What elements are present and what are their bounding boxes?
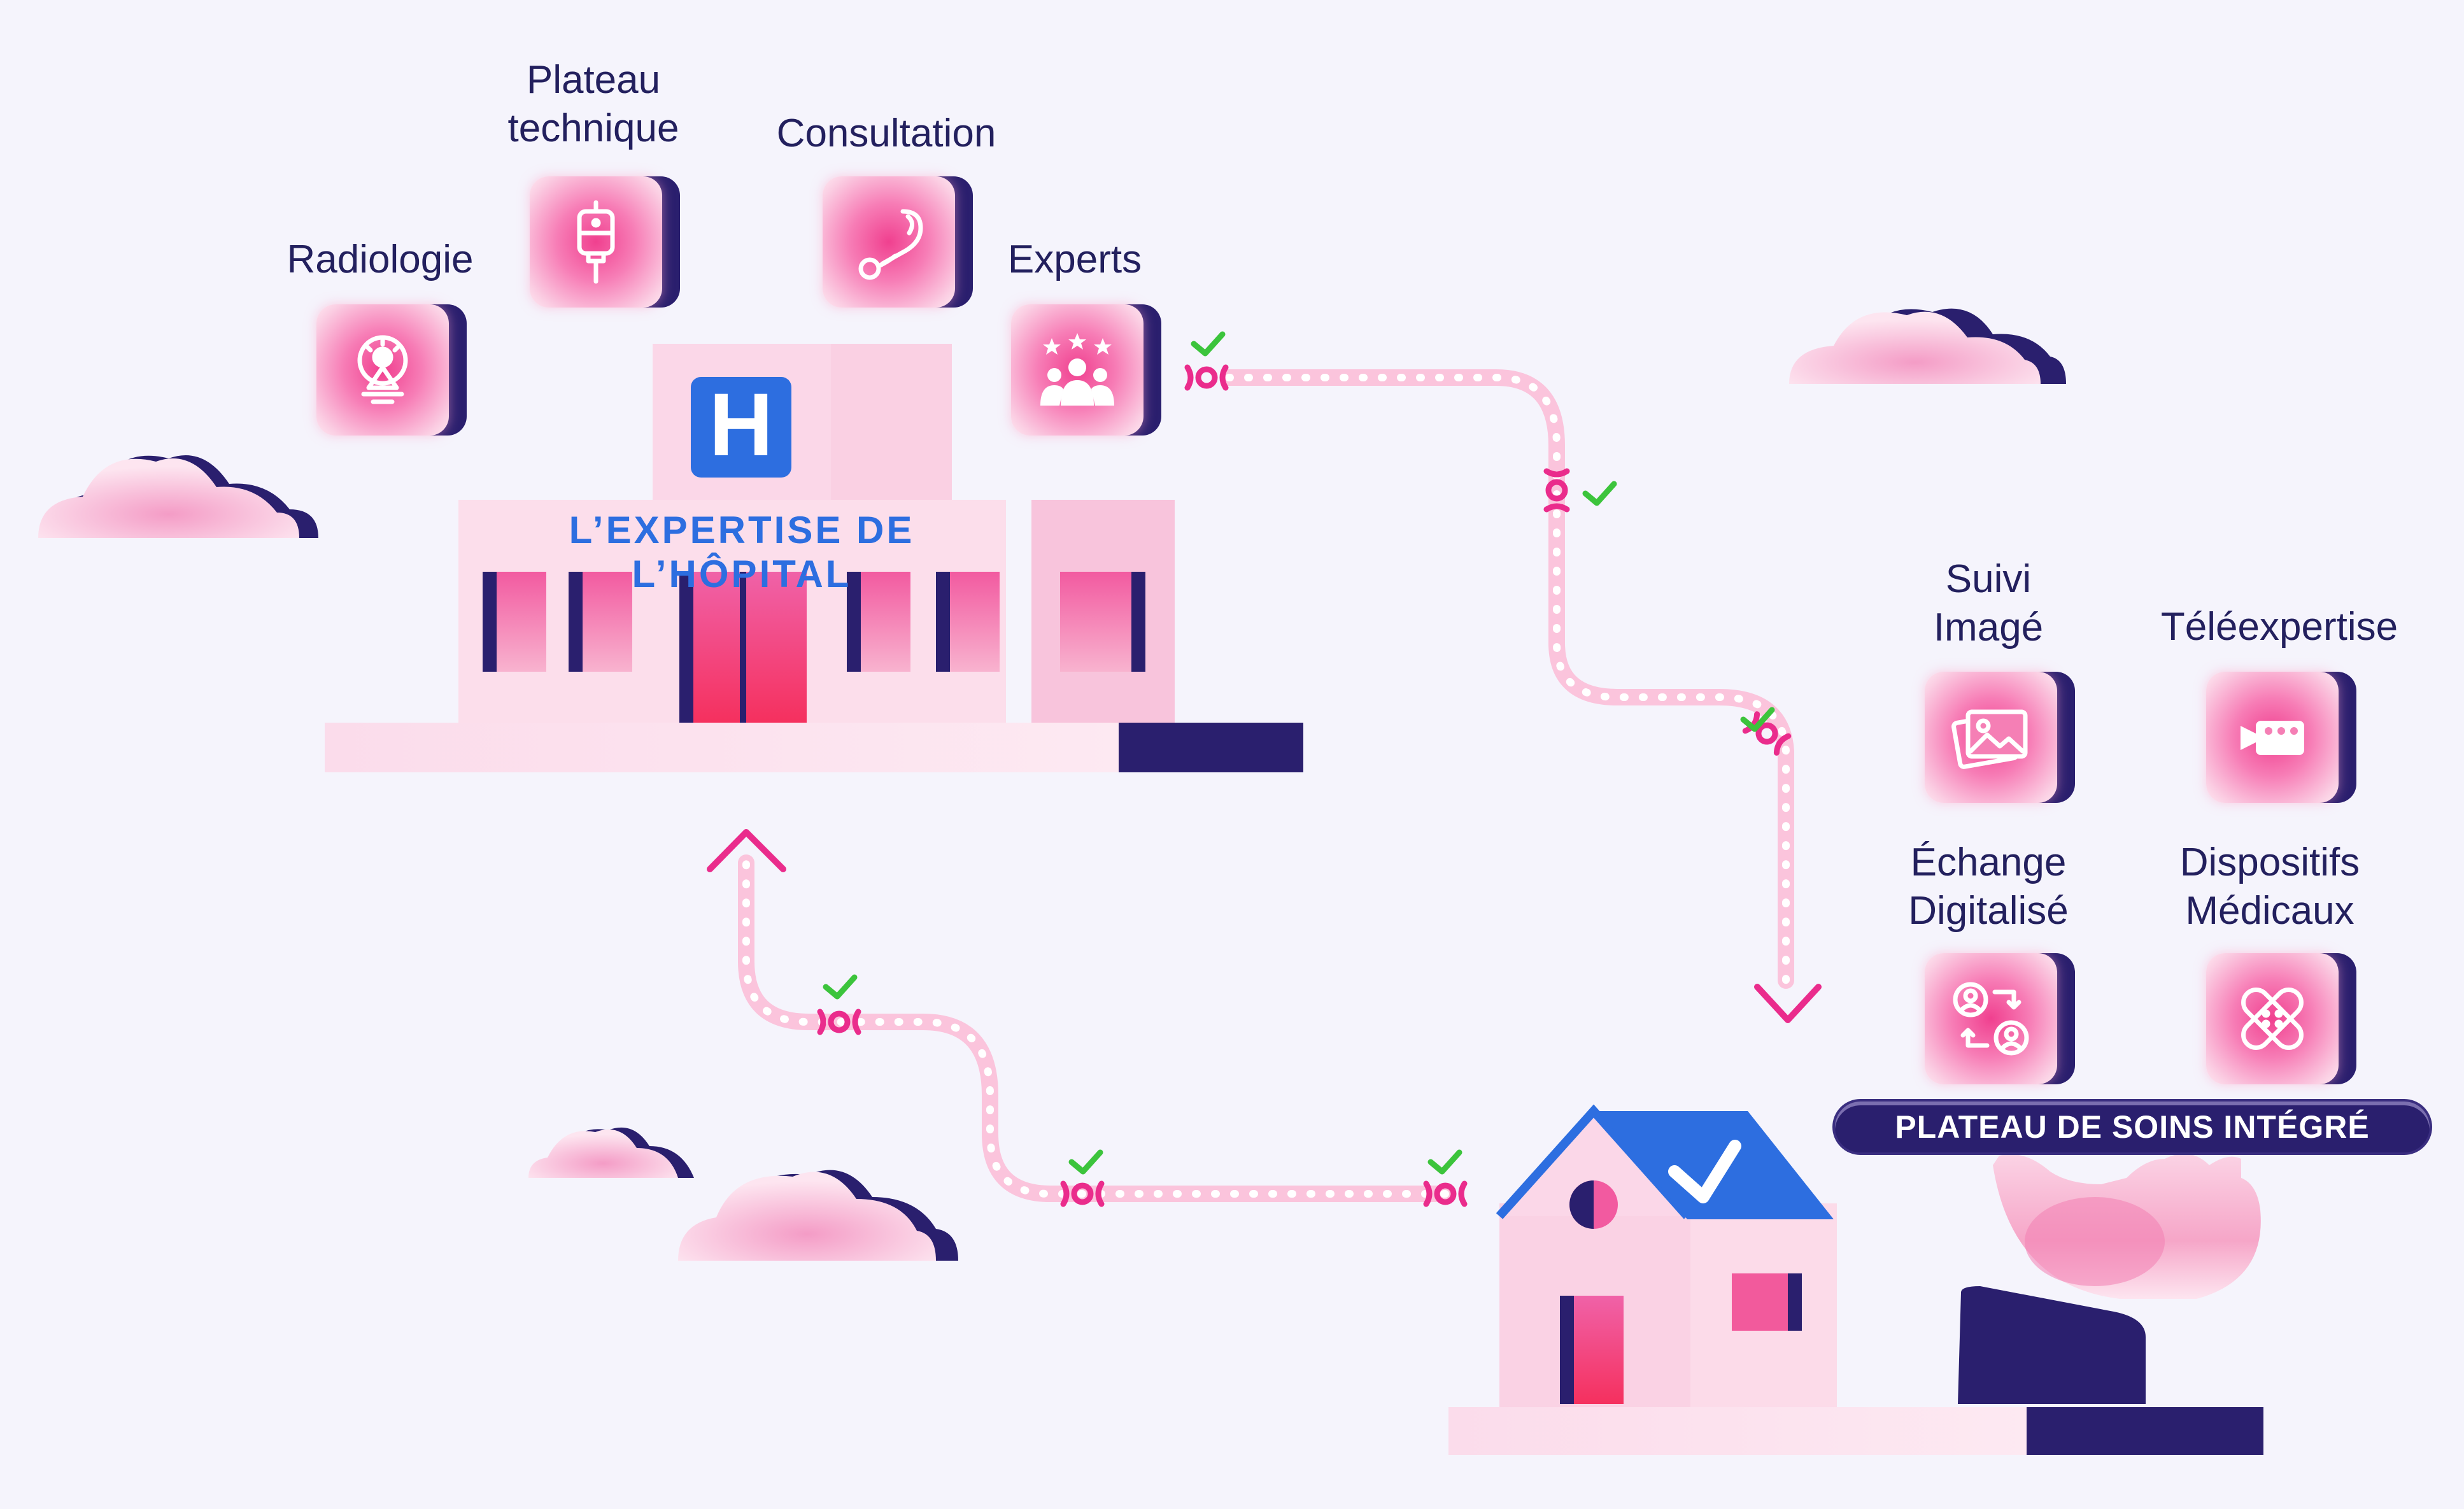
tile-echange-digitalise	[1925, 953, 2075, 1084]
checkmark-icons	[823, 331, 1775, 1175]
label-experts: Experts	[1007, 237, 1142, 281]
tile-radiologie	[316, 304, 467, 436]
radiology-icon	[357, 335, 408, 404]
label-consultation: Consultation	[776, 111, 996, 155]
label-plateau-technique: Plateau technique	[507, 58, 679, 150]
chain-link-icons	[817, 364, 1792, 1207]
label-teleexpertise: Téléexpertise	[2160, 605, 2398, 649]
label-radiologie: Radiologie	[287, 237, 474, 281]
tile-dispositifs-medicaux	[2206, 953, 2356, 1084]
hospital-door	[679, 572, 807, 723]
label-echange-digitalise: Échange Digitalisé	[1908, 840, 2069, 933]
hand-illustration	[1958, 1154, 2261, 1404]
tile-experts	[1011, 304, 1161, 436]
arrow-up-icon	[707, 829, 786, 872]
home-check-icon	[1668, 1140, 1741, 1203]
cloud-left	[38, 455, 318, 538]
iv-drip-icon	[577, 200, 615, 284]
label-suivi-image: Suivi Imagé	[1933, 557, 2044, 649]
arrow-down-icon	[1754, 984, 1822, 1023]
path-home-to-hospital	[707, 829, 1454, 1202]
cloud-small	[528, 1127, 694, 1178]
home-building	[1448, 1104, 2263, 1455]
hospital-sign-icon: H	[691, 374, 791, 478]
tile-consultation	[823, 176, 973, 308]
hospital-title: L’EXPERTISE DE L’HÔPITAL	[569, 509, 915, 595]
bandage-icon	[2241, 988, 2304, 1050]
integrated-care-banner: PLATEAU DE SOINS INTÉGRÉ	[1835, 1102, 2430, 1152]
hospital-building	[325, 344, 1303, 772]
hospital-windows	[483, 572, 1145, 672]
label-dispositifs-medicaux: Dispositifs Médicaux	[2179, 840, 2360, 933]
tile-teleexpertise	[2206, 672, 2356, 803]
path-hospital-to-home	[1221, 369, 1822, 1023]
hospital-sign-letter: H	[709, 374, 773, 474]
experts-group-icon	[1040, 333, 1114, 406]
video-camera-icon	[2241, 721, 2304, 755]
tile-plateau-technique	[530, 176, 680, 308]
cloud-top-right	[1789, 308, 2066, 384]
images-icon	[1951, 709, 2028, 769]
user-exchange-icon	[1953, 982, 2029, 1056]
tile-suivi-image	[1925, 672, 2075, 803]
stethoscope-icon	[858, 209, 923, 280]
cloud-middle	[678, 1170, 958, 1261]
